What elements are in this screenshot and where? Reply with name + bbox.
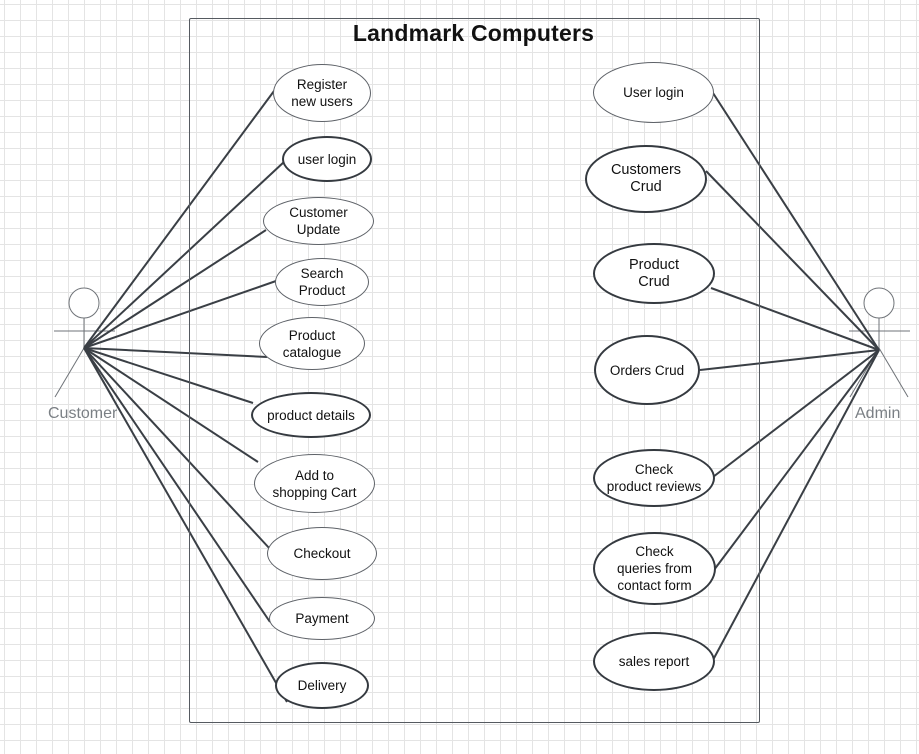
system-boundary (189, 18, 760, 723)
admin-association-line (712, 349, 880, 478)
admin-actor-label: Admin (855, 405, 901, 422)
customer-association-line (83, 280, 277, 349)
usecase-search-product[interactable]: Search Product (275, 258, 369, 306)
usecase-payment[interactable]: Payment (269, 597, 375, 640)
usecase-sales-report[interactable]: sales report (593, 632, 715, 691)
usecase-checkout[interactable]: Checkout (267, 527, 377, 580)
usecase-check-product-reviews[interactable]: Check product reviews (593, 449, 715, 507)
usecase-product-details[interactable]: product details (251, 392, 371, 438)
customer-association-line (83, 347, 271, 623)
usecase-customer-user-login[interactable]: user login (282, 136, 372, 182)
customer-association-line (83, 347, 268, 358)
admin-association-line (713, 349, 880, 571)
customer-association-line (83, 160, 286, 349)
usecase-register-new-users[interactable]: Register new users (273, 64, 371, 122)
customer-actor-label: Customer (48, 405, 118, 422)
admin-association-line (712, 349, 880, 661)
usecase-add-to-shopping-cart[interactable]: Add to shopping Cart (254, 454, 375, 513)
admin-association-line (699, 349, 880, 371)
customer-association-line (83, 347, 254, 404)
customer-association-line (83, 229, 267, 349)
usecase-customer-update[interactable]: Customer Update (263, 197, 374, 245)
usecase-delivery[interactable]: Delivery (275, 662, 369, 709)
usecase-admin-user-login[interactable]: User login (593, 62, 714, 123)
admin-association-line (710, 287, 880, 351)
admin-actor-icon (849, 287, 910, 398)
customer-association-line (83, 347, 271, 550)
usecase-customers-crud[interactable]: Customers Crud (585, 145, 707, 213)
usecase-product-catalogue[interactable]: Product catalogue (259, 317, 365, 370)
admin-association-line (705, 170, 880, 351)
usecase-check-queries-contact-form[interactable]: Check queries from contact form (593, 532, 716, 605)
diagram-title: Landmark Computers (352, 20, 595, 46)
customer-association-line (83, 347, 288, 703)
customer-association-line (83, 347, 259, 463)
admin-association-line (712, 92, 880, 351)
usecase-orders-crud[interactable]: Orders Crud (594, 335, 700, 405)
usecase-product-crud[interactable]: Product Crud (593, 243, 715, 304)
customer-association-line (83, 90, 275, 349)
